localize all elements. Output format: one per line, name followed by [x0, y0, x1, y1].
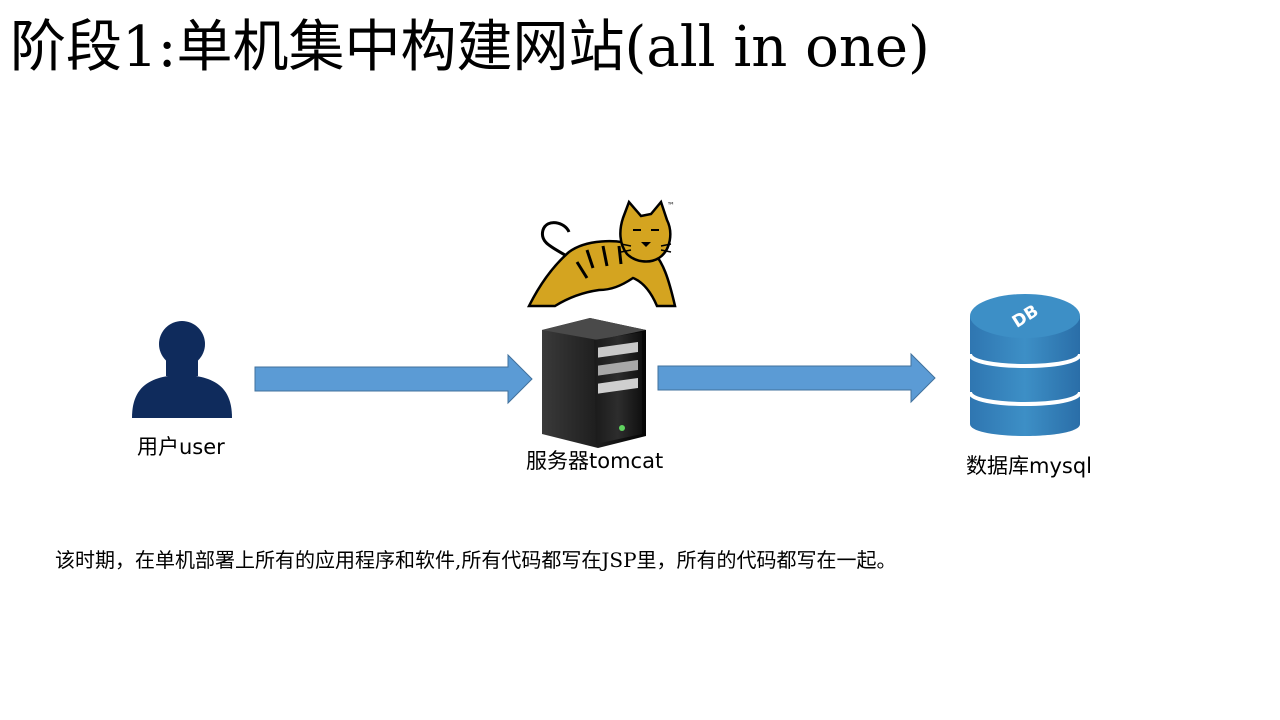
edge-arrow-server-database	[657, 352, 936, 404]
tomcat-tm: ™	[667, 201, 675, 210]
user-icon	[132, 321, 232, 418]
tomcat-logo: ™	[526, 199, 677, 308]
database-label: 数据库mysql	[966, 454, 1092, 478]
user-label: 用户user	[137, 435, 225, 459]
server-icon	[542, 318, 646, 448]
database-icon: DB	[968, 294, 1082, 436]
server-label: 服务器tomcat	[526, 449, 664, 473]
description: 该时期，在单机部署上所有的应用程序和软件,所有代码都写在JSP里，所有的代码都写…	[55, 548, 897, 572]
edge-arrow-user-server	[254, 353, 533, 405]
page-title: 阶段1:单机集中构建网站(all in one)	[10, 15, 930, 80]
